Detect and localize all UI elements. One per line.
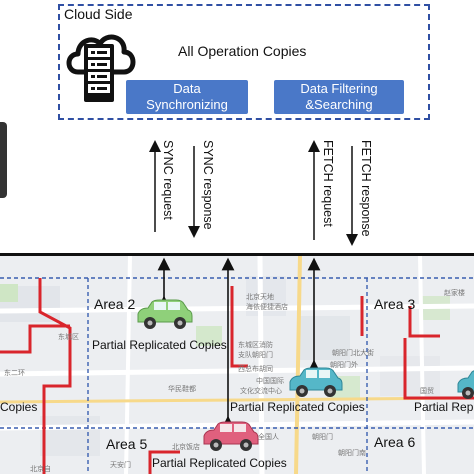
street-label: 朝阳门 xyxy=(312,434,333,441)
cloud-server-icon xyxy=(66,34,136,102)
cloud-side-title: Cloud Side xyxy=(64,6,133,22)
data-sync-line1: Data xyxy=(173,81,201,96)
street-label: 北京自 xyxy=(30,466,51,473)
fetch-response-label: FETCH response xyxy=(359,140,373,237)
fetch-request-label: FETCH request xyxy=(321,140,335,227)
data-filter-line2: &Searching xyxy=(305,97,373,112)
partial-copies-label-center: Partial Replicated Copies xyxy=(230,400,365,414)
car-teal-edge-icon xyxy=(457,370,474,399)
partial-copies-label-area5: Partial Replicated Copies xyxy=(152,456,287,470)
partial-copies-label-right: Partial Replicate xyxy=(414,400,474,414)
street-label: 支队朝阳门 xyxy=(238,352,273,359)
street-label: 朝阳门北大街 xyxy=(332,350,374,357)
street-label: 文化交流中心 xyxy=(240,388,282,395)
street-label: 华民鞋都 xyxy=(168,386,196,393)
cloud-edge-divider xyxy=(0,253,474,256)
street-label: 天安门 xyxy=(110,462,131,469)
street-label: 国贸 xyxy=(420,388,434,395)
partial-copies-label-area2: Partial Replicated Copies xyxy=(92,338,227,352)
city-map: 东城区 北京天地 海依便捷酒店 朝阳门北大街 东城区消防 支队朝阳门 西总布胡同… xyxy=(0,256,474,474)
data-sync-line2: Synchronizing xyxy=(146,97,228,112)
street-label: 朝阳门南 xyxy=(338,450,366,457)
car-green-icon xyxy=(137,299,193,329)
area-5-label: Area 5 xyxy=(106,436,148,452)
map-background xyxy=(0,256,474,474)
data-filtering-searching-block: Data Filtering&Searching xyxy=(274,80,404,114)
street-label: 中国国际 xyxy=(256,378,284,385)
sync-request-label: SYNC request xyxy=(161,140,175,220)
copies-label-left: Copies xyxy=(0,400,38,414)
vehicles-layer xyxy=(137,257,474,451)
communication-arrows xyxy=(149,140,358,246)
street-label: 西总布胡同 xyxy=(238,366,273,373)
street-label: 东城区消防 xyxy=(238,342,273,349)
street-label: 东城区 xyxy=(58,334,79,341)
street-label: 北京饭店 xyxy=(172,444,200,451)
street-label: 东二环 xyxy=(4,370,25,377)
area-6-label: Area 6 xyxy=(374,434,416,450)
street-label: 朝阳门外 xyxy=(330,362,358,369)
car-pink-icon xyxy=(203,421,259,451)
data-filter-line1: Data Filtering xyxy=(300,81,378,96)
sync-response-label: SYNC response xyxy=(201,140,215,230)
left-edge-tab xyxy=(0,122,7,198)
street-label: 全国人 xyxy=(258,434,279,441)
street-label: 海依便捷酒店 xyxy=(246,304,288,311)
street-label: 北京天地 xyxy=(246,294,274,301)
car-teal-icon xyxy=(289,367,343,397)
street-label: 赵家楼 xyxy=(444,290,465,297)
all-operation-copies-label: All Operation Copies xyxy=(178,43,307,59)
area-3-label: Area 3 xyxy=(374,296,416,312)
area-2-label: Area 2 xyxy=(94,296,136,312)
